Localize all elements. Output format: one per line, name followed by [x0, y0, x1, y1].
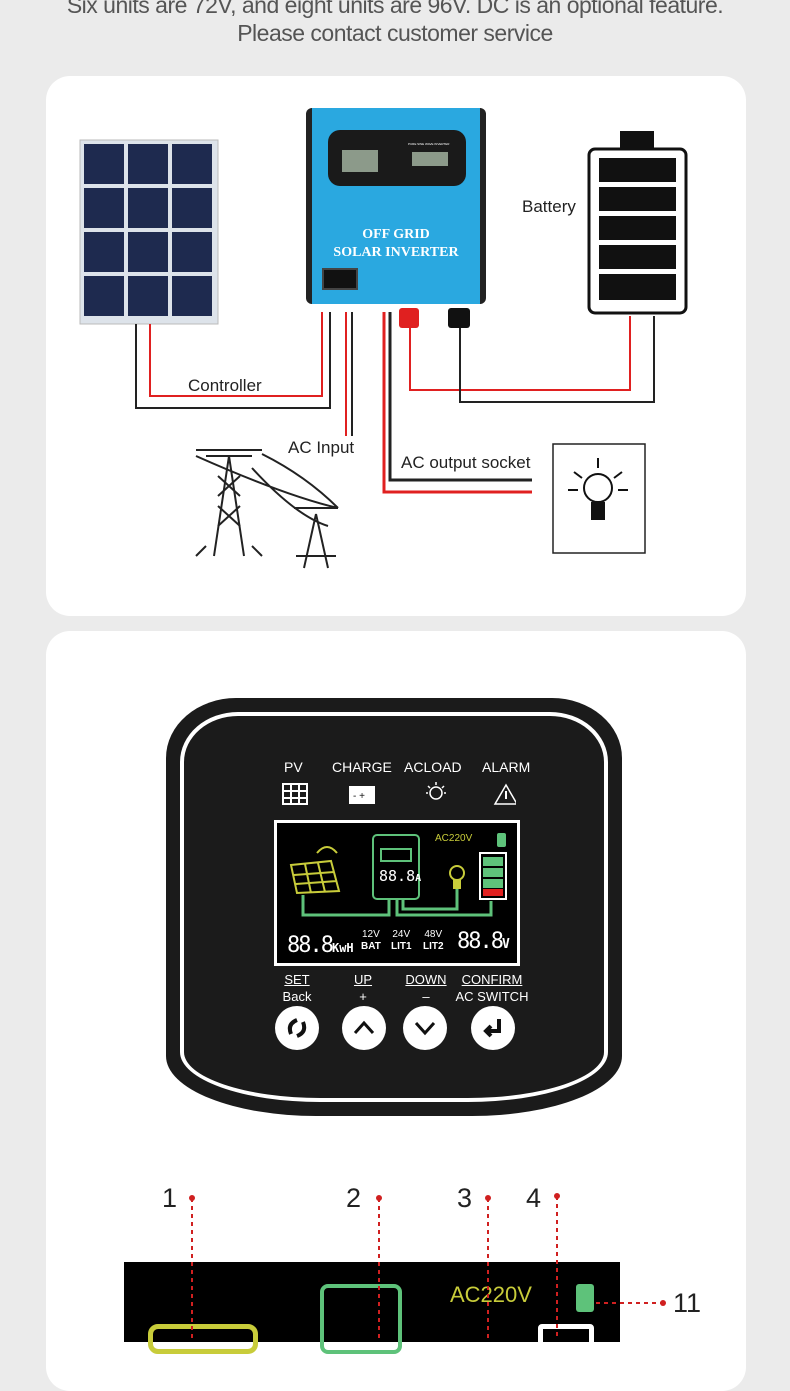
set-back-button[interactable]	[275, 1006, 319, 1050]
callout-3: 3	[457, 1183, 473, 1213]
lcd-24v: 24V	[392, 929, 411, 940]
inverter-title-2: SOLAR INVERTER	[333, 245, 459, 260]
lcd-voltage-unit: V	[501, 937, 510, 952]
lcd-ac-voltage: AC220V	[435, 833, 473, 844]
lcd-current-unit: A	[415, 873, 422, 884]
light-bulb-icon	[552, 443, 646, 554]
callout-2: 2	[346, 1183, 362, 1213]
wiring-diagram-card: PURE SINE WAVE INVERTER OFF GRID SOLAR I…	[46, 76, 746, 616]
inverter-title-1: OFF GRID	[362, 227, 430, 242]
indicator-acload: ACLOAD	[404, 759, 462, 775]
set-label: SET	[284, 972, 310, 987]
plus-label: +	[359, 989, 367, 1004]
lcd-lit1: LIT1	[391, 941, 412, 952]
controller-label: Controller	[188, 376, 262, 395]
battery-charge-icon: - +	[349, 786, 375, 804]
bluetooth-icon	[576, 1284, 594, 1312]
closeup-ac-voltage: AC220V	[450, 1282, 532, 1307]
pv-grid-icon	[282, 783, 308, 805]
enter-icon	[483, 1019, 501, 1038]
battery-label: Battery	[522, 197, 576, 216]
ac-switch-label: AC SWITCH	[455, 989, 529, 1004]
inverter-image: PURE SINE WAVE INVERTER OFF GRID SOLAR I…	[306, 108, 486, 304]
indicator-alarm: ALARM	[482, 759, 531, 775]
bluetooth-icon	[497, 833, 506, 847]
solar-panel-icon	[79, 139, 219, 325]
chevron-down-icon	[414, 1021, 436, 1036]
lcd-lit2: LIT2	[423, 941, 444, 952]
callout-1: 1	[162, 1183, 178, 1213]
svg-text:- +: - +	[353, 791, 365, 802]
lcd-energy-value: 88.8	[287, 933, 334, 958]
lcd-12v: 12V	[362, 929, 380, 940]
up-label: UP	[353, 972, 373, 987]
down-button[interactable]	[403, 1006, 447, 1050]
alarm-icon	[493, 783, 516, 805]
minus-label: –	[422, 989, 430, 1004]
bulb-icon	[426, 782, 446, 800]
lcd-bat: BAT	[361, 941, 381, 952]
callout-11: 11	[673, 1288, 702, 1318]
indicator-pv: PV	[284, 759, 303, 775]
down-label: DOWN	[405, 972, 447, 987]
confirm-button[interactable]	[471, 1006, 515, 1050]
wiring-lines	[79, 131, 688, 569]
intro-line-1: Six units are 72V, and eight units are 9…	[66, 0, 724, 18]
indicator-icons: - +	[282, 782, 516, 805]
solar-panel-lcd-icon	[289, 846, 341, 895]
callout-lines	[189, 1193, 666, 1340]
battery-icon	[587, 131, 688, 315]
lcd-energy-unit: KwH	[331, 941, 354, 955]
confirm-label: CONFIRM	[461, 972, 523, 987]
lcd-closeup: AC220V	[124, 1262, 620, 1354]
battery-lcd-icon	[479, 852, 507, 900]
chevron-up-icon	[353, 1020, 375, 1035]
lcd-current-value: 88.8	[379, 867, 416, 885]
ac-input-label: AC Input	[288, 438, 355, 457]
lcd-voltage-value: 88.8	[457, 929, 504, 954]
intro-line-2: Please contact customer service	[237, 20, 553, 46]
control-panel: PV CHARGE ACLOAD ALARM - + AC220V 88.8A …	[166, 698, 622, 1116]
back-label: Back	[282, 989, 312, 1004]
up-button[interactable]	[342, 1006, 386, 1050]
ac-output-label: AC output socket	[401, 453, 531, 472]
bulb-lcd-icon	[449, 865, 465, 889]
lcd-48v: 48V	[424, 929, 443, 940]
power-pylon-icon	[195, 449, 339, 569]
refresh-icon	[287, 1018, 307, 1038]
inverter-subtitle: PURE SINE WAVE INVERTER	[408, 142, 450, 146]
indicator-charge: CHARGE	[332, 759, 392, 775]
callout-4: 4	[526, 1183, 542, 1213]
